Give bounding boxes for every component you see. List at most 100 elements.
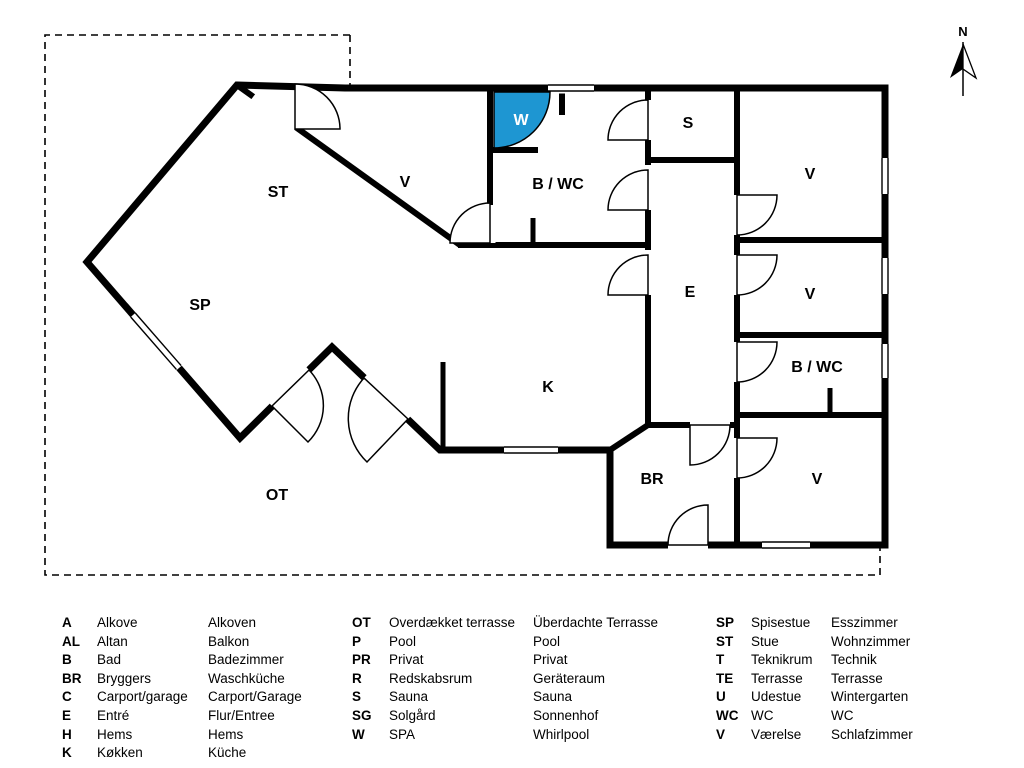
room-label-spa: W	[513, 112, 529, 129]
legend-german: Balkon	[208, 633, 250, 649]
room-label-bath-wc-1: B / WC	[532, 176, 584, 193]
legend-german: Wohnzimmer	[831, 633, 911, 649]
legend-danish: Privat	[389, 652, 424, 668]
legend-danish: Altan	[97, 633, 128, 649]
legend-abbr: B	[62, 652, 72, 668]
door-arc	[607, 99, 649, 141]
legend-abbr: WC	[716, 707, 739, 723]
legend-danish: Hems	[97, 726, 133, 742]
legend-german: Wintergarten	[831, 689, 909, 705]
legend-german: Technik	[831, 652, 877, 668]
legend-german: Terrasse	[831, 670, 883, 686]
room-label-living-room: ST	[268, 184, 289, 201]
legend-abbr: R	[352, 670, 362, 686]
door-arc	[347, 376, 410, 464]
legend-abbr: C	[62, 689, 72, 705]
room-label-sauna: S	[683, 115, 694, 132]
door-arc	[736, 194, 778, 236]
legend-abbr: E	[62, 707, 72, 723]
door-arc	[667, 504, 709, 546]
legend-german: Hems	[208, 726, 244, 742]
legend-abbr: ST	[716, 633, 734, 649]
legend-row: WC WC WC	[716, 707, 913, 726]
legend-danish: Værelse	[751, 726, 802, 742]
room-label-kitchen: K	[542, 379, 554, 396]
legend-abbr: K	[62, 745, 72, 761]
legend-row: AL Altan Balkon	[62, 633, 302, 652]
legend-danish: Entré	[97, 707, 130, 723]
legend-row: V Værelse Schlafzimmer	[716, 726, 913, 745]
legend-abbr: U	[716, 689, 726, 705]
door-arc	[607, 254, 649, 296]
legend-danish: Carport/garage	[97, 689, 188, 705]
legend-danish: Stue	[751, 633, 779, 649]
legend-row: U Udestue Wintergarten	[716, 688, 913, 707]
legend-danish: Bryggers	[97, 670, 152, 686]
room-label-covered-terrace: OT	[266, 487, 288, 504]
legend-german: Schlafzimmer	[831, 726, 913, 742]
legend-danish: Teknikrum	[751, 652, 813, 668]
legend-german: Geräteraum	[533, 670, 606, 686]
legend-abbr: BR	[62, 670, 82, 686]
legend-abbr: SG	[352, 707, 372, 723]
legend-german: Waschküche	[208, 670, 285, 686]
legend-danish: SPA	[389, 726, 416, 742]
legend-german: WC	[831, 707, 854, 723]
room-label-bedroom-1: V	[400, 174, 411, 191]
spa-tub-icon	[493, 91, 551, 149]
legend-german: Sauna	[533, 689, 573, 705]
room-label-utility-room: BR	[640, 471, 664, 488]
legend-danish: WC	[751, 707, 774, 723]
legend-danish: Redskabsrum	[389, 670, 473, 686]
legend-abbr: A	[62, 615, 72, 630]
legend-danish: Udestue	[751, 689, 802, 705]
legend-danish: Køkken	[97, 745, 143, 761]
legend-row: SG Solgård Sonnenhof	[352, 707, 658, 726]
door-arc	[736, 254, 778, 296]
legend-row: ST Stue Wohnzimmer	[716, 633, 913, 652]
compass-north-label: N	[958, 24, 967, 39]
legend-german: Sonnenhof	[533, 707, 599, 723]
legend-row: C Carport/garage Carport/Garage	[62, 688, 302, 707]
legend-german: Esszimmer	[831, 615, 898, 630]
legend-danish: Spisestue	[751, 615, 811, 630]
legend-danish: Solgård	[389, 707, 436, 723]
legend-abbr: TE	[716, 670, 734, 686]
door-arc	[270, 368, 325, 444]
compass-icon: N	[950, 24, 978, 96]
terrace-boundary	[44, 34, 881, 576]
legend-german: Küche	[208, 745, 247, 761]
legend-row: BR Bryggers Waschküche	[62, 670, 302, 689]
door-arc	[607, 169, 649, 211]
door-arc	[736, 341, 778, 383]
legend-german: Flur/Entree	[208, 707, 275, 723]
legend-danish: Alkove	[97, 615, 138, 630]
room-label-bath-wc-2: B / WC	[791, 359, 843, 376]
room-labels: ST SP OT V W B / WC S E V V B / WC K BR …	[189, 112, 843, 504]
door-arc	[689, 424, 731, 466]
legend-danish: Bad	[97, 652, 122, 668]
legend-abbr: V	[716, 726, 726, 742]
door-arc	[736, 437, 778, 479]
room-label-bedroom-2: V	[805, 166, 816, 183]
room-label-bedroom-3: V	[805, 286, 816, 303]
windows	[130, 84, 889, 549]
legend-abbr: AL	[62, 633, 80, 649]
legend-abbr: PR	[352, 652, 371, 668]
legend-german: Carport/Garage	[208, 689, 302, 705]
legend-row: E Entré Flur/Entree	[62, 707, 302, 726]
floor-plan: ST SP OT V W B / WC S E V V B / WC K BR …	[44, 24, 978, 576]
legend-row: K Køkken Küche	[62, 744, 302, 763]
